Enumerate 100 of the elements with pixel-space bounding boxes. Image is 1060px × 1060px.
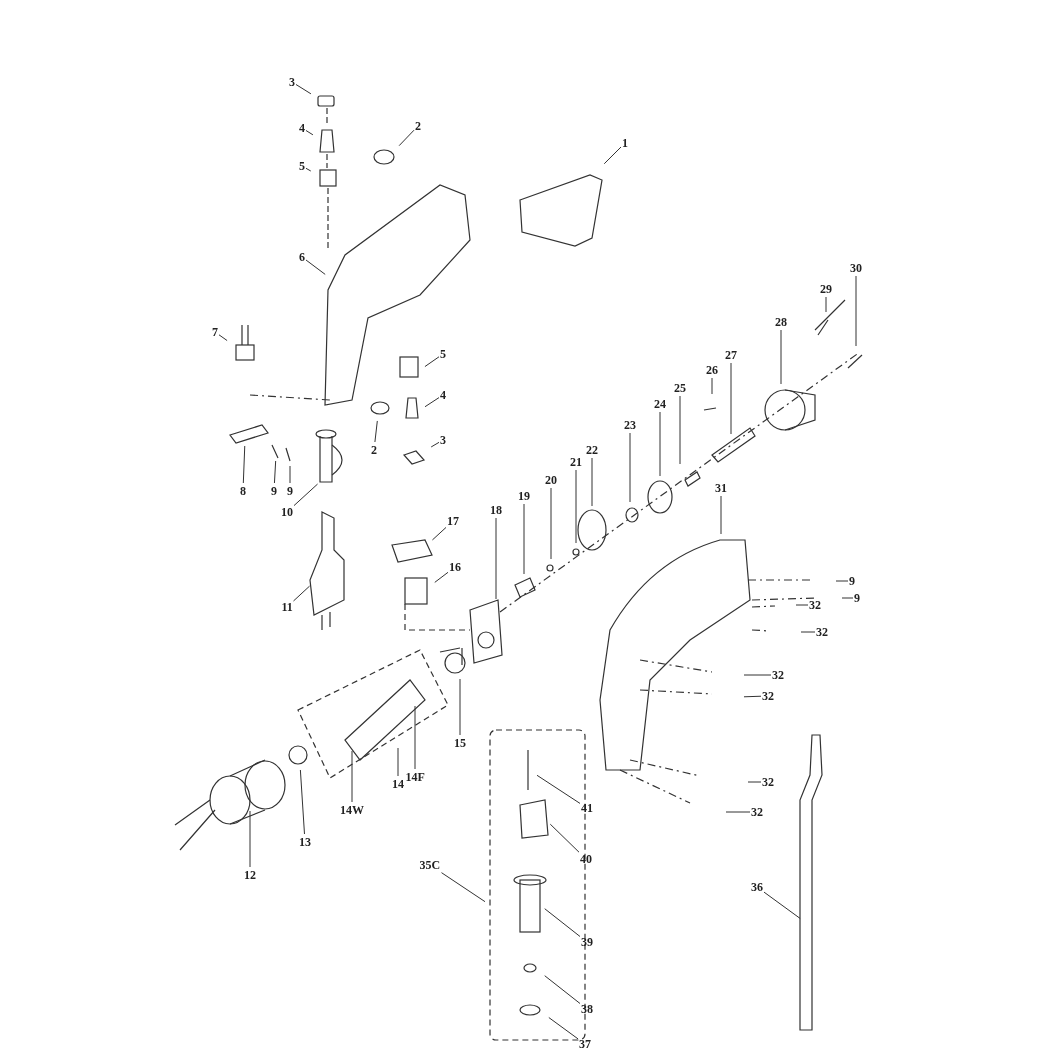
callout-number: 32 (809, 598, 821, 612)
leader-line (549, 823, 580, 853)
leader-line (536, 774, 581, 804)
leader-line (544, 975, 581, 1004)
leader-line (424, 356, 440, 368)
leader-line (459, 678, 461, 736)
leader-line (825, 296, 827, 313)
leader-line (841, 597, 854, 599)
callout-number: 17 (447, 514, 459, 528)
leader-line (414, 705, 416, 770)
callout-number: 4 (440, 388, 446, 402)
callout-number: 14F (405, 770, 425, 784)
leader-line (434, 571, 449, 583)
leader-line (711, 377, 713, 395)
leader-line (659, 411, 661, 477)
leader-line (679, 395, 681, 465)
callout-number: 38 (581, 1002, 593, 1016)
leader-line (293, 585, 311, 602)
leader-line (575, 469, 577, 544)
callout-number: 35C (419, 858, 441, 872)
leader-line (747, 781, 762, 783)
callout-number: 23 (624, 418, 636, 432)
callout-number: 9 (271, 484, 277, 498)
callout-number: 20 (545, 473, 557, 487)
leader-line (305, 167, 312, 172)
callout-number: 9 (849, 574, 855, 588)
leader-line (544, 908, 581, 937)
callout-number: 36 (751, 880, 763, 894)
callout-number: 1 (622, 136, 628, 150)
leader-line (242, 445, 246, 484)
callout-number: 39 (581, 935, 593, 949)
callout-number: 8 (240, 484, 246, 498)
callout-number: 32 (772, 668, 784, 682)
leader-line (743, 695, 762, 698)
leader-line (305, 130, 314, 136)
leader-line (430, 441, 440, 448)
leader-line (725, 811, 751, 813)
callout-number: 28 (775, 315, 787, 329)
callout-number: 32 (751, 805, 763, 819)
callout-number: 41 (581, 801, 593, 815)
callout-number: 21 (570, 455, 582, 469)
leader-line (743, 674, 772, 676)
callout-number: 9 (854, 591, 860, 605)
leader-line (293, 483, 319, 507)
callout-number: 32 (816, 625, 828, 639)
callout-number: 37 (579, 1037, 591, 1051)
callout-number: 14 (392, 777, 404, 791)
callout-number: 2 (371, 443, 377, 457)
callout-number: 6 (299, 250, 305, 264)
callout-number: 2 (415, 119, 421, 133)
callout-number: 27 (725, 348, 737, 362)
leader-line (855, 275, 857, 347)
callout-number: 29 (820, 282, 832, 296)
callout-number: 40 (580, 852, 592, 866)
leader-line (720, 495, 722, 535)
leader-line (603, 146, 622, 165)
callout-number: 13 (299, 835, 311, 849)
leader-line (397, 747, 399, 777)
leader-line (295, 84, 312, 95)
callout-number: 10 (281, 505, 293, 519)
leader-line (431, 526, 447, 541)
callout-number: 5 (299, 159, 305, 173)
callout-number: 19 (518, 489, 530, 503)
callout-number: 5 (440, 347, 446, 361)
leader-line (800, 631, 816, 633)
leader-line (398, 129, 415, 147)
leader-line (730, 362, 732, 435)
callout-number: 22 (586, 443, 598, 457)
callout-number: 31 (715, 481, 727, 495)
callout-number: 24 (654, 397, 666, 411)
callout-number: 15 (454, 736, 466, 750)
callout-number: 9 (287, 484, 293, 498)
callout-number: 32 (762, 775, 774, 789)
leader-line (591, 457, 593, 507)
callout-number: 25 (674, 381, 686, 395)
leader-line (780, 329, 782, 385)
leader-line (495, 517, 497, 600)
leader-line (289, 465, 291, 484)
leader-line (218, 334, 228, 342)
leader-line (795, 604, 809, 606)
leader-line (835, 580, 849, 582)
callout-number: 14W (340, 803, 364, 817)
callout-number: 3 (289, 75, 295, 89)
leader-line (305, 259, 326, 275)
callout-number: 3 (440, 433, 446, 447)
callout-number: 26 (706, 363, 718, 377)
callout-number: 7 (212, 325, 218, 339)
leader-line (424, 397, 440, 408)
leader-line (523, 503, 525, 575)
leader-line (273, 460, 277, 484)
callout-number: 18 (490, 503, 502, 517)
leader-line (629, 432, 631, 503)
callout-number: 11 (281, 600, 293, 614)
callout-number: 32 (762, 689, 774, 703)
leader-line (351, 750, 353, 803)
leader-line (441, 872, 486, 903)
leader-line (763, 891, 801, 919)
leader-line (374, 420, 378, 443)
callout-number: 30 (850, 261, 862, 275)
callout-number: 16 (449, 560, 461, 574)
